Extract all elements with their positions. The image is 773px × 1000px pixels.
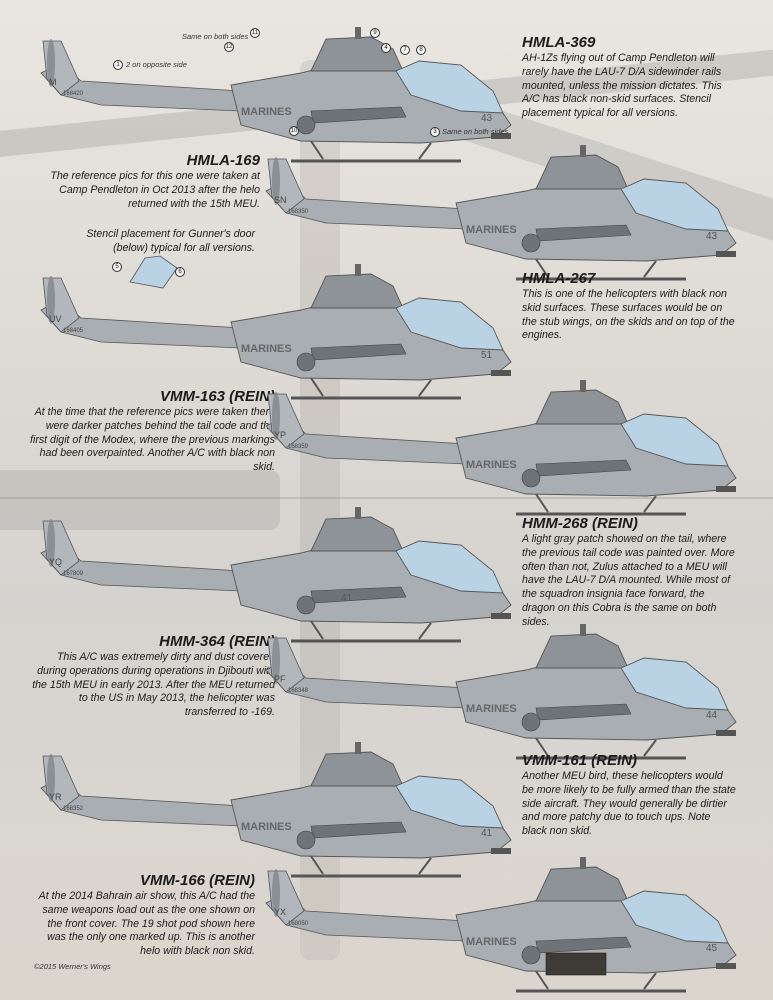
entry-title: HMLA-267 — [522, 270, 596, 287]
helicopter-illustration: YX 168050 MARINES 45 — [264, 855, 738, 993]
rocket-pod-photo — [0, 470, 280, 530]
tail-code: YX — [274, 907, 286, 917]
callout-8: 8 — [416, 45, 426, 55]
callout-3: 3 — [430, 127, 440, 137]
entry-title: HMLA-169 — [186, 152, 260, 169]
entry-title: HMLA-369 — [522, 34, 596, 51]
entry-description: The reference pics for this one were tak… — [50, 170, 260, 210]
entry-title: HMM-364 (REIN) — [159, 633, 275, 650]
callout-9: 9 — [370, 28, 380, 38]
gunner-door-stencil — [129, 255, 178, 289]
entry-description: A light gray patch showed on the tail, w… — [522, 533, 735, 628]
callout-1: 1 — [113, 60, 123, 70]
entry-description: At the 2014 Bahrain air show, this A/C h… — [38, 890, 255, 958]
callout-4: 4 — [381, 43, 391, 53]
marines-marking: MARINES — [241, 343, 292, 355]
tail-code: YR — [49, 792, 62, 802]
modex: 41 — [341, 593, 353, 604]
note-same-both-sides: Same on both sides — [442, 127, 509, 136]
serial-number: 168352 — [63, 806, 84, 812]
helicopter-illustration: YP 168359 MARINES — [264, 378, 738, 516]
entry-vmm-163: VMM-163 (REIN) At the time that the refe… — [30, 388, 275, 475]
helicopter-illustration: YQ 167809 41 — [39, 505, 513, 643]
modex: 43 — [481, 113, 493, 124]
callout-7: 7 — [400, 45, 410, 55]
helicopter-illustration: YR 168352 MARINES 41 — [39, 740, 513, 878]
entry-description: This is one of the helicopters with blac… — [522, 288, 735, 342]
entry-title: HMM-268 (REIN) — [522, 515, 638, 532]
stencil-note: Stencil placement for Gunner's door (bel… — [86, 228, 255, 254]
serial-number: 168359 — [288, 444, 309, 450]
serial-number: 168348 — [288, 688, 309, 694]
serial-number: 168050 — [288, 921, 309, 927]
callout-6: 6 — [175, 267, 185, 277]
entry-hmm-268: HMM-268 (REIN) A light gray patch showed… — [522, 515, 737, 630]
copyright: ©2015 Werner's Wings — [34, 962, 111, 971]
serial-number: 168405 — [63, 328, 84, 334]
marines-marking: MARINES — [241, 821, 292, 833]
entry-description: Another MEU bird, these helicopters woul… — [522, 770, 736, 838]
modex: 43 — [706, 231, 718, 242]
modex: 45 — [706, 943, 718, 954]
entry-hmla-267: HMLA-267 This is one of the helicopters … — [522, 270, 737, 343]
entry-description: At the time that the reference pics were… — [30, 406, 275, 474]
tail-code: YP — [274, 430, 286, 440]
note-opposite-side: 2 on opposite side — [126, 60, 187, 69]
tail-code: YQ — [49, 557, 62, 567]
tail-code: SN — [274, 195, 287, 205]
tail-code: UV — [49, 314, 62, 324]
entry-title: VMM-163 (REIN) — [159, 388, 275, 405]
helicopter-illustration: SN 168350 MARINES 43 — [264, 143, 738, 281]
marines-marking: MARINES — [466, 703, 517, 715]
helicopter-illustration: M 168420 MARINES 43 — [39, 25, 513, 163]
tail-code: PF — [274, 674, 286, 684]
marines-marking: MARINES — [241, 106, 292, 118]
callout-12: 12 — [224, 42, 234, 52]
entry-vmm-161: VMM-161 (REIN) Another MEU bird, these h… — [522, 752, 737, 839]
note-same-both-sides: Same on both sides — [182, 32, 249, 41]
callout-11: 11 — [250, 28, 260, 38]
entry-hmla-369: HMLA-369 AH-1Zs flying out of Camp Pendl… — [522, 34, 737, 121]
modex: 41 — [481, 828, 493, 839]
entry-hmla-169: HMLA-169 The reference pics for this one… — [30, 152, 260, 211]
marines-marking: MARINES — [466, 459, 517, 471]
entry-title: VMM-166 (REIN) — [139, 872, 255, 889]
callout-5: 5 — [112, 262, 122, 272]
rocket-pod — [545, 952, 607, 976]
entry-vmm-166: VMM-166 (REIN) At the 2014 Bahrain air s… — [30, 872, 255, 959]
entry-title: VMM-161 (REIN) — [522, 752, 638, 769]
modex: 51 — [481, 350, 493, 361]
entry-hmm-364: HMM-364 (REIN) This A/C was extremely di… — [30, 633, 275, 720]
serial-number: 168350 — [288, 209, 309, 215]
entry-description: AH-1Zs flying out of Camp Pendleton will… — [522, 52, 722, 120]
helicopter-illustration: UV 168405 MARINES 51 — [39, 262, 513, 400]
tail-code: M — [49, 77, 57, 87]
callout-10: 10 — [289, 126, 299, 136]
marines-marking: MARINES — [466, 224, 517, 236]
marines-marking: MARINES — [466, 936, 517, 948]
fold-line — [0, 497, 773, 499]
serial-number: 168420 — [63, 91, 84, 97]
helicopter-illustration: PF 168348 MARINES 44 — [264, 622, 738, 760]
serial-number: 167809 — [63, 571, 84, 577]
entry-description: This A/C was extremely dirty and dust co… — [32, 651, 275, 719]
modex: 44 — [706, 710, 718, 721]
